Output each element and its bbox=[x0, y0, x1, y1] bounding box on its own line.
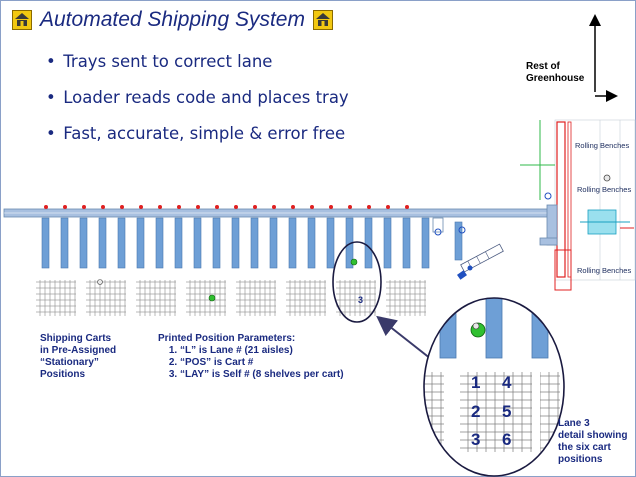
bullet-list: • Trays sent to correct lane • Loader re… bbox=[46, 50, 349, 158]
rest-of-greenhouse-label: Rest of Greenhouse bbox=[526, 61, 585, 84]
position-parameters: Printed Position Parameters: “L” is Lane… bbox=[158, 333, 344, 381]
cart-position-number: 3 bbox=[471, 430, 481, 449]
cart-position-number: 5 bbox=[502, 402, 512, 421]
lane-marker: 3 bbox=[358, 295, 364, 305]
cart-position-number: 4 bbox=[502, 373, 512, 392]
bullet-item: • Trays sent to correct lane bbox=[46, 52, 273, 71]
main-conveyor bbox=[3, 204, 558, 246]
bullet-item: • Fast, accurate, simple & error free bbox=[46, 124, 346, 143]
rolling-benches-label: Rolling Benches bbox=[575, 141, 630, 150]
bullet-item: • Loader reads code and places tray bbox=[46, 88, 349, 107]
greenhouse-logo-icon bbox=[12, 10, 32, 30]
cart-position-number: 6 bbox=[502, 430, 512, 449]
cart-position-number: 1 bbox=[471, 373, 481, 392]
shipping-carts bbox=[36, 258, 426, 316]
params-list: “L” is Lane # (21 aisles) “POS” is Cart … bbox=[158, 345, 344, 381]
rolling-benches-label: Rolling Benches bbox=[577, 185, 632, 194]
detail-caption: Lane 3 detail showing the six cart posit… bbox=[558, 418, 628, 465]
conveyor-stops bbox=[44, 205, 409, 209]
lane-3-detail bbox=[423, 297, 565, 477]
greenhouse-logo-icon bbox=[312, 10, 333, 30]
rolling-benches-label: Rolling Benches bbox=[577, 266, 632, 275]
cart-position-number: 2 bbox=[471, 402, 481, 421]
shipping-carts-label: Shipping Carts in Pre-Assigned “Stationa… bbox=[40, 333, 117, 380]
param-item: “L” is Lane # (21 aisles) bbox=[180, 345, 344, 357]
lanes bbox=[41, 217, 430, 269]
title-bar: Automated Shipping System bbox=[12, 6, 333, 34]
params-title: Printed Position Parameters: bbox=[158, 333, 296, 344]
loader-path bbox=[432, 217, 504, 280]
page-title: Automated Shipping System bbox=[40, 8, 305, 31]
lane-3-highlight bbox=[332, 241, 382, 323]
param-item: “LAY” is Self # (8 shelves per cart) bbox=[180, 369, 344, 381]
param-item: “POS” is Cart # bbox=[180, 357, 344, 369]
rolling-bench-area bbox=[520, 119, 636, 291]
